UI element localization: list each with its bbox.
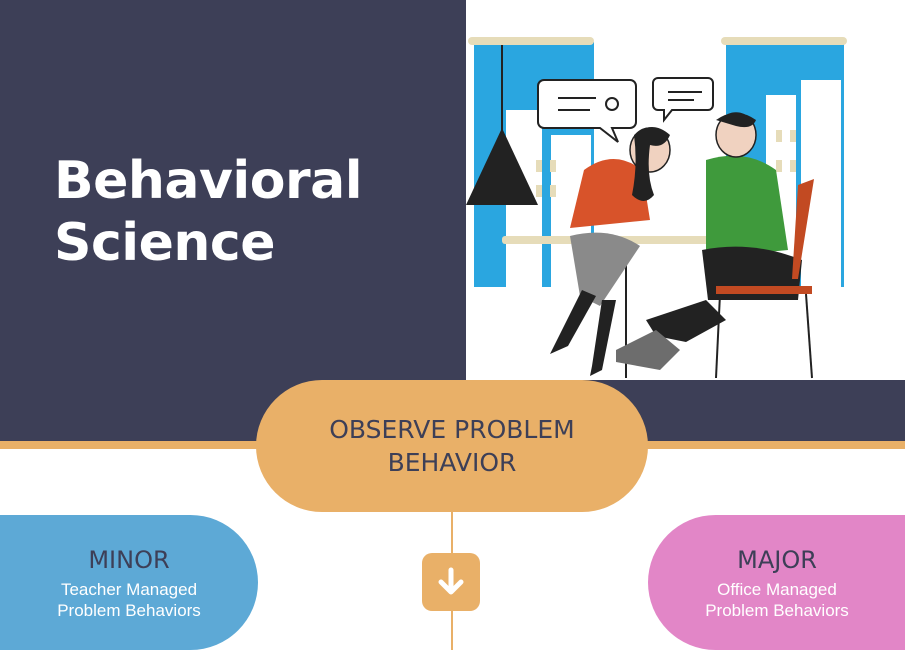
major-heading: MAJOR xyxy=(737,545,817,574)
title-line-2: Science xyxy=(54,213,275,273)
arrow-down-icon xyxy=(422,553,480,611)
major-sub-line-1: Office Managed xyxy=(717,579,837,599)
title-line-1: Behavioral xyxy=(54,151,363,211)
major-sub-line-2: Problem Behaviors xyxy=(705,600,849,620)
minor-heading: MINOR xyxy=(88,545,170,574)
minor-sub-line-1: Teacher Managed xyxy=(60,579,198,599)
major-description: Office Managed Problem Behaviors xyxy=(705,579,849,621)
major-behavior-node: MAJOR Office Managed Problem Behaviors xyxy=(648,515,905,650)
page-title: Behavioral Science xyxy=(54,150,363,274)
root-node-line-1: OBSERVE PROBLEM xyxy=(329,415,575,444)
root-node-line-2: BEHAVIOR xyxy=(387,448,517,477)
minor-sub-line-2: Problem Behaviors xyxy=(57,600,201,620)
observe-problem-behavior-node: OBSERVE PROBLEM BEHAVIOR xyxy=(256,380,648,512)
conversation-illustration-icon xyxy=(466,0,905,380)
minor-behavior-node: MINOR Teacher Managed Problem Behaviors xyxy=(0,515,258,650)
minor-description: Teacher Managed Problem Behaviors xyxy=(57,579,201,621)
